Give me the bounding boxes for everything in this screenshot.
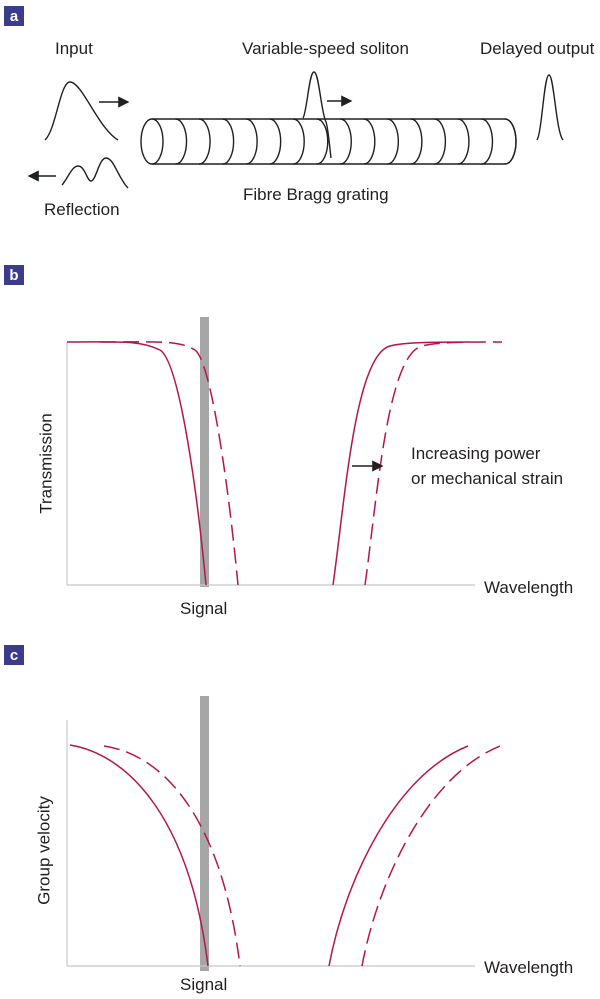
grating-segment xyxy=(481,118,494,165)
panel-c-chart xyxy=(66,696,501,971)
grating-segment xyxy=(363,118,376,165)
grating-segment xyxy=(504,118,517,165)
annotation-line2: or mechanical strain xyxy=(411,469,564,488)
group-velocity-curve-solid xyxy=(69,744,469,967)
grating-label: Fibre Bragg grating xyxy=(243,185,389,204)
panel-b-chart xyxy=(66,317,503,587)
panel-c-xlabel: Wavelength xyxy=(484,958,574,977)
grating-segment xyxy=(316,118,329,165)
group-velocity-curve-dashed xyxy=(103,745,501,967)
input-pulse xyxy=(44,81,119,141)
output-pulse xyxy=(536,74,564,141)
panel-a-diagram xyxy=(27,71,564,189)
group-velocity-ylabel: Group velocity xyxy=(34,796,54,905)
panel-c-badge: c xyxy=(4,645,24,665)
transmission-ylabel: Transmission xyxy=(36,413,56,514)
transmission-curve-solid xyxy=(66,341,471,586)
signal-bar xyxy=(200,317,209,587)
reflection-label: Reflection xyxy=(44,200,120,219)
soliton-label: Variable-speed soliton xyxy=(242,39,409,58)
grating-segment xyxy=(434,118,447,165)
fibre-bragg-grating xyxy=(140,118,517,165)
reflection-waveform xyxy=(61,157,129,189)
transmission-curve-dashed xyxy=(99,341,503,586)
grating-segment xyxy=(269,118,282,165)
grating-segment xyxy=(387,118,400,165)
annotation-line1: Increasing power xyxy=(411,444,541,463)
grating-segment xyxy=(222,118,235,165)
grating-segment xyxy=(293,118,305,165)
soliton-pulse xyxy=(302,71,332,159)
grating-segment xyxy=(457,118,470,165)
grating-segment xyxy=(246,118,258,165)
delayed-output-label: Delayed output xyxy=(480,39,595,58)
panel-c-signal-label: Signal xyxy=(180,975,228,994)
grating-segment xyxy=(175,118,188,165)
panel-a-badge: a xyxy=(4,6,24,26)
grating-segment xyxy=(410,118,423,165)
panel-b-badge: b xyxy=(4,265,24,285)
panel-b-xlabel: Wavelength xyxy=(484,578,574,597)
input-label: Input xyxy=(55,39,93,58)
grating-segment xyxy=(340,118,352,165)
panel-b-signal-label: Signal xyxy=(180,599,228,618)
grating-segment xyxy=(198,118,211,165)
